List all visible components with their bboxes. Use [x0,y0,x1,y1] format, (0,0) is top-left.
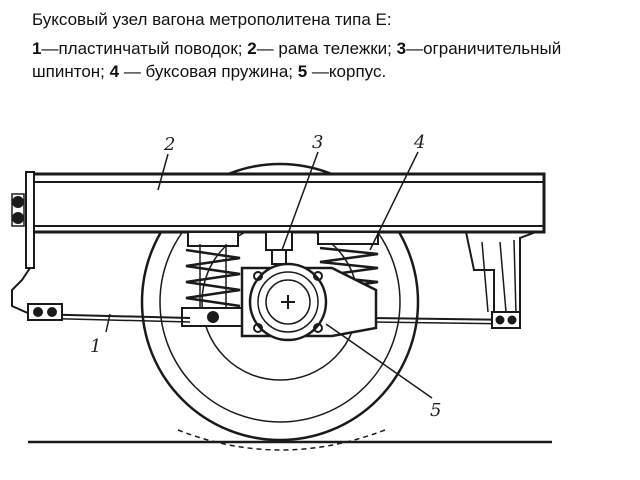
caption-legend: 1—пластинчатый поводок; 2— рама тележки;… [32,37,622,83]
label-3: 3 [312,132,323,153]
legend-num-4: 4 [109,62,120,81]
label-1: 1 [90,336,101,357]
legend-num-5: 5 [297,62,308,81]
axlebox-drawing: 1 2 3 4 5 [11,132,552,451]
axlebox-spring [317,231,379,292]
legend-text-3: —ограничительный шпинтон; [32,39,562,81]
legend-text-1: —пластинчатый поводок; [41,39,248,58]
legend-text-5: —корпус. [307,62,387,81]
leaf-link [11,267,521,329]
axlebox-body [240,262,378,342]
label-4: 4 [413,132,425,153]
caption-title: Буксовый узел вагона метрополитена типа … [32,10,392,29]
legend-num-3: 3 [396,39,407,58]
leader-lines [105,151,433,399]
caption: Буксовый узел вагона метрополитена типа … [32,8,622,83]
left-spring [181,231,245,327]
label-5: 5 [430,400,441,421]
legend-text-2: — рама тележки; [256,39,397,58]
label-2: 2 [163,134,175,155]
legend-num-1: 1 [32,39,42,58]
legend-text-4: — буксовая пружина; [119,62,298,81]
limiting-pin [265,231,293,265]
legend-num-2: 2 [247,39,257,58]
bogie-frame [11,171,546,319]
